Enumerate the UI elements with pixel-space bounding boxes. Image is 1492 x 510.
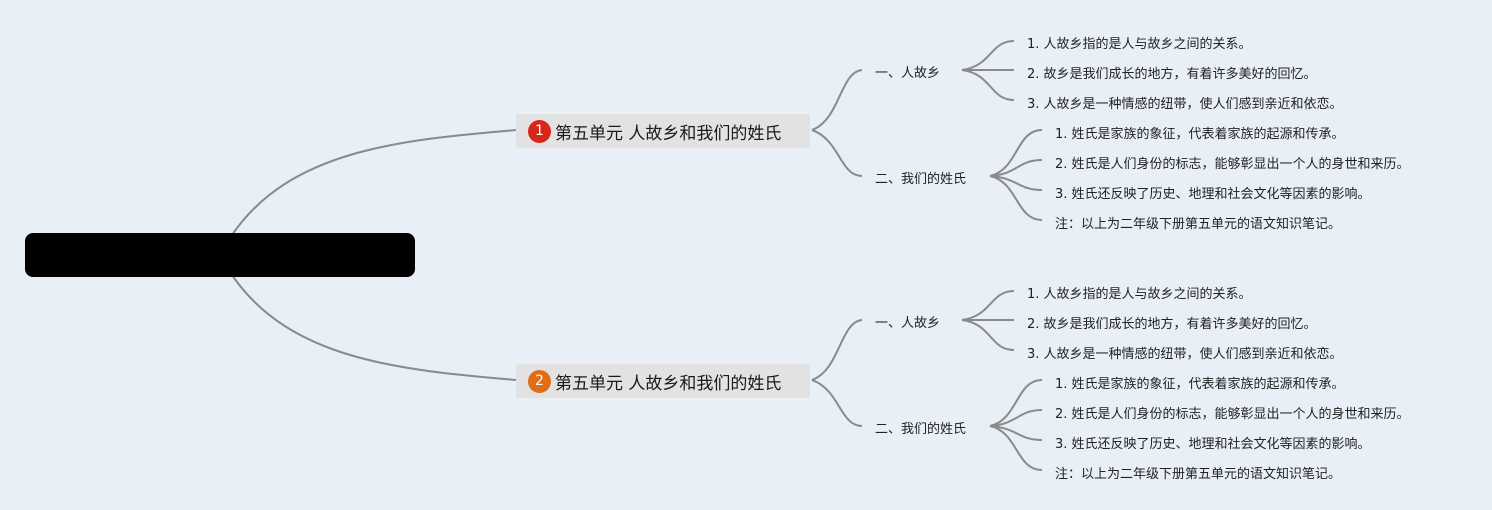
connector-line-2 [231, 274, 517, 381]
leaf-1-2-3[interactable]: 3. 姓氏还反映了历史、地理和社会文化等因素的影响。 [1055, 187, 1371, 202]
connector-line-13 [989, 175, 1043, 221]
connector-line-14 [961, 290, 1015, 321]
connector-line-11 [989, 159, 1043, 177]
connector-line-6 [811, 379, 863, 427]
connector-line-9 [961, 69, 1015, 101]
leaf-1-1-3[interactable]: 3. 人故乡是一种情感的纽带，使人们感到亲近和依恋。 [1027, 97, 1343, 112]
branch-topic-2[interactable]: 2 第五单元 人故乡和我们的姓氏 [516, 364, 810, 398]
leaf-2-2-2[interactable]: 2. 姓氏是人们身份的标志，能够彰显出一个人的身世和来历。 [1055, 407, 1410, 422]
branch-topic-1[interactable]: 1 第五单元 人故乡和我们的姓氏 [516, 114, 810, 148]
badge-1: 1 [528, 119, 551, 143]
connector-line-19 [989, 425, 1043, 441]
connector-line-10 [989, 129, 1043, 177]
central-topic-redacted[interactable] [25, 233, 415, 277]
leaf-2-1-1[interactable]: 1. 人故乡指的是人与故乡之间的关系。 [1027, 287, 1252, 302]
branch-title-1: 第五单元 人故乡和我们的姓氏 [555, 123, 782, 144]
connector-line-7 [961, 40, 1015, 71]
section-hometown-1[interactable]: 一、人故乡 [875, 66, 941, 81]
leaf-1-2-2[interactable]: 2. 姓氏是人们身份的标志，能够彰显出一个人的身世和来历。 [1055, 157, 1410, 172]
section-surname-1[interactable]: 二、我们的姓氏 [875, 172, 967, 187]
leaf-2-1-3[interactable]: 3. 人故乡是一种情感的纽带，使人们感到亲近和依恋。 [1027, 347, 1343, 362]
leaf-1-1-2[interactable]: 2. 故乡是我们成长的地方，有着许多美好的回忆。 [1027, 67, 1317, 82]
branch-title-2: 第五单元 人故乡和我们的姓氏 [555, 373, 782, 394]
leaf-1-2-1[interactable]: 1. 姓氏是家族的象征，代表着家族的起源和传承。 [1055, 127, 1345, 142]
leaf-2-1-2[interactable]: 2. 故乡是我们成长的地方，有着许多美好的回忆。 [1027, 317, 1317, 332]
connector-line-5 [811, 319, 863, 381]
leaf-2-2-4[interactable]: 注：以上为二年级下册第五单元的语文知识笔记。 [1055, 467, 1342, 482]
connector-line-16 [961, 319, 1015, 351]
section-surname-2[interactable]: 二、我们的姓氏 [875, 422, 967, 437]
leaf-2-2-3[interactable]: 3. 姓氏还反映了历史、地理和社会文化等因素的影响。 [1055, 437, 1371, 452]
connector-line-3 [811, 69, 863, 131]
connector-line-4 [811, 129, 863, 177]
connector-line-18 [989, 409, 1043, 427]
connector-line-1 [231, 129, 517, 236]
section-hometown-2[interactable]: 一、人故乡 [875, 316, 941, 331]
connector-line-12 [989, 175, 1043, 191]
connector-line-20 [989, 425, 1043, 471]
leaf-1-1-1[interactable]: 1. 人故乡指的是人与故乡之间的关系。 [1027, 37, 1252, 52]
leaf-2-2-1[interactable]: 1. 姓氏是家族的象征，代表着家族的起源和传承。 [1055, 377, 1345, 392]
connector-line-17 [989, 379, 1043, 427]
leaf-1-2-4[interactable]: 注：以上为二年级下册第五单元的语文知识笔记。 [1055, 217, 1342, 232]
badge-2: 2 [528, 369, 551, 393]
